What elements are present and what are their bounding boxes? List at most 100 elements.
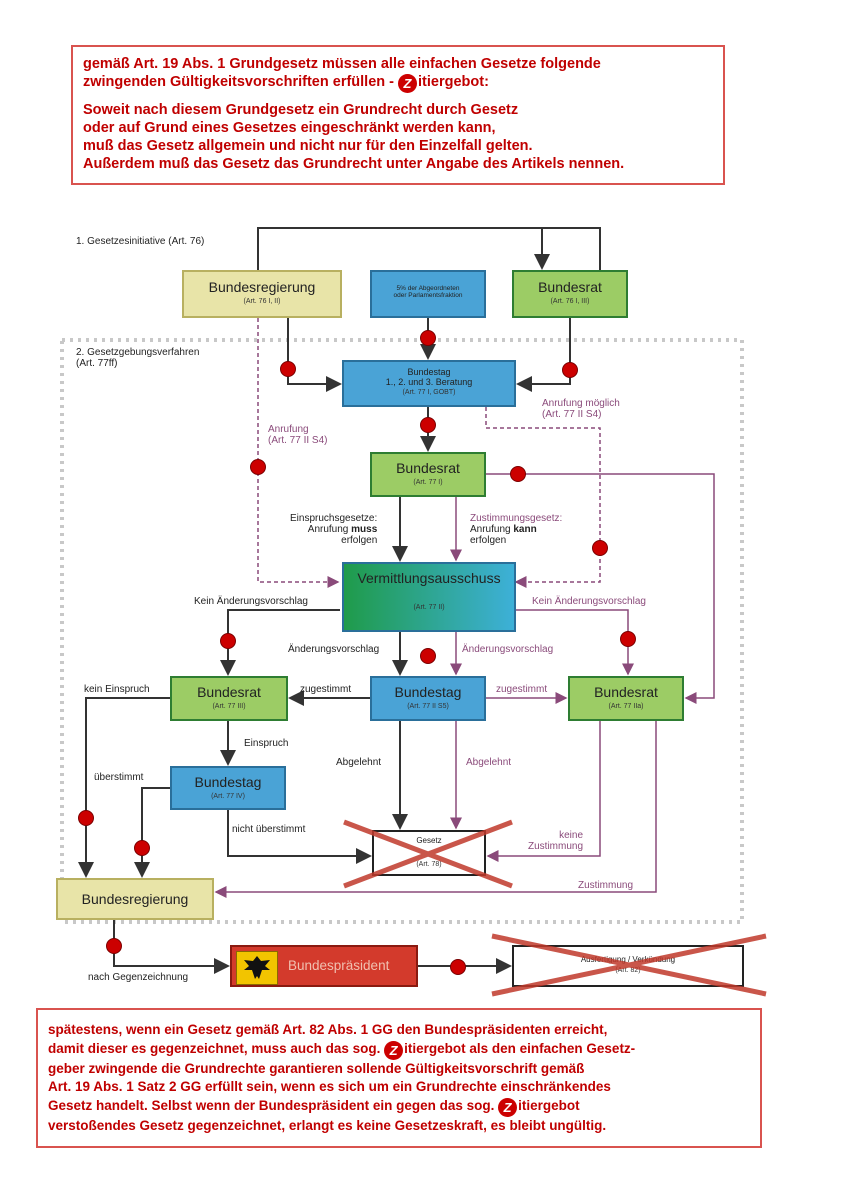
gesetz-title: Gesetz <box>416 836 442 845</box>
red-dot-marker <box>620 631 636 647</box>
bundesrat-top-sub: (Art. 76 I, III) <box>550 298 590 305</box>
footer-line-2-end: itiergebot als den einfachen Gesetz- <box>404 1040 636 1056</box>
einspruch-line-2: Anrufung muss <box>307 524 378 535</box>
zitier-z-icon: Z <box>498 1097 518 1117</box>
bundestag-low-sub: (Art. 77 IV) <box>211 793 245 800</box>
bundespraesident-title: Bundespräsident <box>288 958 390 973</box>
ueberstimmt-label: überstimmt <box>94 772 144 783</box>
bundesregierung-top-sub: (Art. 76 I, II) <box>243 298 281 305</box>
einspruch-line-3: erfolgen <box>341 535 378 546</box>
zustimmung-line-2: Anrufung kann <box>470 524 537 535</box>
vermittlungsausschuss-box: Vermittlungsausschuss (Art. 77 II) <box>342 562 516 632</box>
footer-line-2: damit dieser es gegenzeichnet, muss auch… <box>48 1040 750 1060</box>
gesetz-sub: (Art. 78) <box>416 861 442 868</box>
footer-line-2-text: damit dieser es gegenzeichnet, muss auch… <box>48 1040 381 1056</box>
header-line-1: gemäß Art. 19 Abs. 1 Grundgesetz müssen … <box>83 56 601 72</box>
bundesregierung-top-title: Bundesregierung <box>208 279 316 295</box>
einspruch-line-1: Einspruchsgesetze: <box>290 513 378 524</box>
red-dot-marker <box>450 959 466 975</box>
zitier-z-icon: Z <box>398 74 418 93</box>
aenderung-right-label: Änderungsvorschlag <box>462 644 554 655</box>
zugestimmt-left-label: zugestimmt <box>300 684 352 695</box>
bundesrat-top-title: Bundesrat <box>538 279 602 295</box>
footer-line-5-end: itiergebot <box>518 1097 580 1113</box>
nach-gegenzeichnung-label: nach Gegenzeichnung <box>88 972 189 983</box>
anrufung-left-line-1: Anrufung <box>268 424 309 435</box>
anrufung-right-line-2: (Art. 77 II S4) <box>542 409 602 420</box>
ausfertigung-sub: (Art. 82) <box>615 967 641 974</box>
zitier-z-icon: Z <box>384 1040 404 1060</box>
bundestag-mid-sub: (Art. 77 II S5) <box>407 703 449 710</box>
red-dot-marker <box>420 648 436 664</box>
red-dot-marker <box>280 361 296 377</box>
bundestag-beratung-title: Bundestag <box>407 367 451 377</box>
kein-aenderung-right-label: Kein Änderungsvorschlag <box>532 596 646 607</box>
abgeordnete-box: 5% der Abgeordneten oder Parlamentsfrakt… <box>370 270 486 318</box>
header-line-2-text: zwingenden Gültigkeitsvorschriften erfül… <box>83 74 394 90</box>
red-dot-marker <box>420 330 436 346</box>
red-dot-marker <box>134 840 150 856</box>
keine-zustimmung-line-1: keine <box>559 830 584 841</box>
bundestag-beratung-box: Bundestag 1., 2. und 3. Beratung (Art. 7… <box>342 360 516 407</box>
red-dot-marker <box>78 810 94 826</box>
red-dot-marker <box>250 459 266 475</box>
footer-line-5-text: Gesetz handelt. Selbst wenn der Bundespr… <box>48 1097 495 1113</box>
ausfertigung-title: Ausfertigung / Verkündung <box>580 955 676 964</box>
red-dot-marker <box>510 466 526 482</box>
bundesregierung-bottom-title: Bundesregierung <box>81 891 189 907</box>
bundestag-low-title: Bundestag <box>194 774 262 790</box>
footer-line-6: verstoßendes Gesetz gegenzeichnet, erlan… <box>48 1117 607 1133</box>
footer-line-4: Art. 19 Abs. 1 Satz 2 GG erfüllt sein, w… <box>48 1079 611 1094</box>
zustimmung-label: Zustimmung <box>578 880 634 891</box>
red-dot-marker <box>420 417 436 433</box>
zustimmung-line-3: erfolgen <box>470 535 507 546</box>
einspruch-label: Einspruch <box>244 738 289 749</box>
section-2-label: 2. Gesetzgebungsverfahren (Art. 77ff) <box>76 347 199 369</box>
bundesregierung-bottom-box: Bundesregierung <box>56 878 214 920</box>
red-dot-marker <box>106 938 122 954</box>
bundesrat-left-title: Bundesrat <box>197 684 261 700</box>
abgeordnete-line-1: 5% der Abgeordneten <box>396 285 460 292</box>
bundesrat-mid-box: Bundesrat (Art. 77 I) <box>370 452 486 497</box>
anrufung-left-line-2: (Art. 77 II S4) <box>268 435 328 446</box>
bundesrat-left-sub: (Art. 77 III) <box>212 703 246 710</box>
header-box: gemäß Art. 19 Abs. 1 Grundgesetz müssen … <box>71 45 725 185</box>
vermittlung-sub: (Art. 77 II) <box>413 604 445 611</box>
red-dot-marker <box>220 633 236 649</box>
footer-line-1: spätestens, wenn ein Gesetz gemäß Art. 8… <box>48 1022 608 1037</box>
footer-box: spätestens, wenn ein Gesetz gemäß Art. 8… <box>36 1008 762 1148</box>
section-1-label: 1. Gesetzesinitiative (Art. 76) <box>76 236 205 247</box>
header-line-2-end: itiergebot: <box>418 74 489 90</box>
section-2-line-2: (Art. 77ff) <box>76 358 118 369</box>
bundesrat-left-box: Bundesrat (Art. 77 III) <box>170 676 288 721</box>
kein-einspruch-label: kein Einspruch <box>84 684 150 695</box>
bundestag-low-box: Bundestag (Art. 77 IV) <box>170 766 286 810</box>
header-body-2: oder auf Grund eines Gesetzes eingeschrä… <box>83 120 496 136</box>
bundesrat-mid-title: Bundesrat <box>396 460 460 476</box>
bundesregierung-top-box: Bundesregierung (Art. 76 I, II) <box>182 270 342 318</box>
abgelehnt-left-label: Abgelehnt <box>336 757 382 768</box>
keine-zustimmung-line-2: Zustimmung <box>528 841 584 852</box>
section-2-line-1: 2. Gesetzgebungsverfahren <box>76 347 200 358</box>
zugestimmt-right-label: zugestimmt <box>496 684 548 695</box>
bundestag-beratung-sub: (Art. 77 I, GOBT) <box>402 389 456 396</box>
bundesrat-top-box: Bundesrat (Art. 76 I, III) <box>512 270 628 318</box>
ausfertigung-box: Ausfertigung / Verkündung (Art. 82) <box>512 945 744 987</box>
keine-zustimmung-label: keine Zustimmung <box>528 830 583 852</box>
bundesrat-right-box: Bundesrat (Art. 77 IIa) <box>568 676 684 721</box>
zustimmungsgesetz-label: Zustimmungsgesetz: Anrufung kann erfolge… <box>470 513 562 546</box>
bundesadler-icon <box>236 951 278 985</box>
vermittlung-title: Vermittlungsausschuss <box>357 570 501 586</box>
bundesrat-mid-sub: (Art. 77 I) <box>413 479 443 486</box>
header-body-4: Außerdem muß das Gesetz das Grundrecht u… <box>83 156 625 172</box>
header-body-1: Soweit nach diesem Grundgesetz ein Grund… <box>83 102 519 118</box>
bundesrat-right-sub: (Art. 77 IIa) <box>608 703 644 710</box>
anrufung-right-line-1: Anrufung möglich <box>542 398 620 409</box>
abgeordnete-line-2: oder Parlamentsfraktion <box>393 292 463 299</box>
anrufung-right-label: Anrufung möglich (Art. 77 II S4) <box>542 398 620 420</box>
header-body-3: muß das Gesetz allgemein und nicht nur f… <box>83 138 533 154</box>
kein-aenderung-left-label: Kein Änderungsvorschlag <box>194 596 308 607</box>
gesetz-box: Gesetz (Art. 78) <box>372 830 486 876</box>
red-dot-marker <box>562 362 578 378</box>
